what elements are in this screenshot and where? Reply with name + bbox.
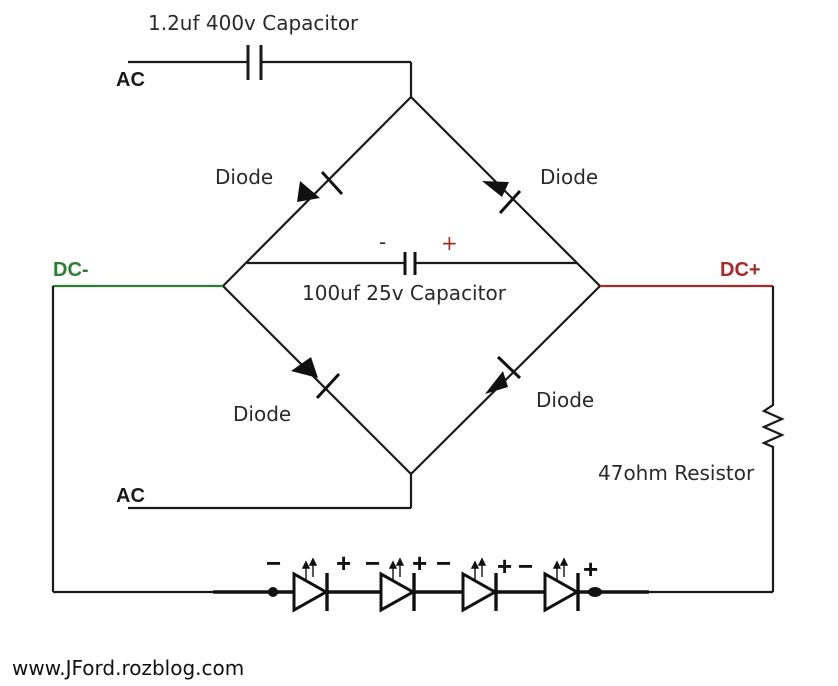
mid-capacitor-label: 100uf 25v Capacitor	[302, 281, 507, 305]
dc-minus-label: DC-	[53, 259, 89, 281]
led-1-symbol	[292, 557, 330, 613]
diode-bottom-right-symbol	[485, 355, 522, 394]
diode-top-right-label: Diode	[540, 165, 598, 189]
dc-plus-label: DC+	[720, 259, 761, 281]
led-3-symbol	[461, 557, 499, 613]
mid-capacitor-minus: -	[379, 230, 386, 254]
diode-top-left-label: Diode	[215, 165, 273, 189]
diode-bottom-left-symbol	[291, 357, 341, 400]
ac-top-label: AC	[116, 69, 145, 91]
diode-bottom-left-label: Diode	[233, 402, 291, 426]
led-2-minus-sign: −	[365, 548, 380, 578]
led-1-plus-sign: +	[336, 548, 351, 578]
diode-top-left-symbol	[297, 170, 344, 202]
led-1-light-arrows-icon	[301, 557, 318, 580]
dc-minus-line	[51, 284, 223, 594]
bottom-ac-line	[128, 474, 413, 510]
led-2-plus-sign: +	[412, 548, 427, 578]
diode-top-right-symbol	[482, 181, 522, 215]
led-2-symbol	[379, 557, 417, 613]
led-string-end-node	[588, 587, 602, 597]
mid-capacitor-symbol	[403, 252, 417, 275]
diode-bottom-right-label: Diode	[536, 388, 594, 412]
watermark-text: www.JFord.rozblog.com	[12, 656, 244, 680]
ac-bottom-label: AC	[116, 485, 145, 507]
led-1-minus-sign: −	[266, 548, 281, 578]
led-4-light-arrows-icon	[552, 557, 569, 580]
led-3-minus-sign: −	[436, 548, 451, 578]
mid-capacitor-plus: +	[441, 231, 458, 255]
top-capacitor-label: 1.2uf 400v Capacitor	[148, 11, 359, 35]
led-4-plus-sign: +	[583, 554, 598, 584]
led-4-minus-sign: −	[518, 551, 533, 581]
top-capacitor-symbol	[246, 45, 263, 80]
led-3-plus-sign: +	[497, 551, 512, 581]
dc-plus-line	[600, 284, 775, 594]
led-string-start-node	[268, 587, 278, 597]
top-ac-line	[128, 60, 413, 97]
led-2-light-arrows-icon	[388, 557, 405, 580]
led-4-symbol	[543, 557, 581, 613]
led-string: − + − + − + − +	[213, 548, 649, 613]
led-3-light-arrows-icon	[470, 557, 487, 580]
resistor-label: 47ohm Resistor	[598, 461, 755, 485]
resistor-symbol	[761, 398, 785, 452]
